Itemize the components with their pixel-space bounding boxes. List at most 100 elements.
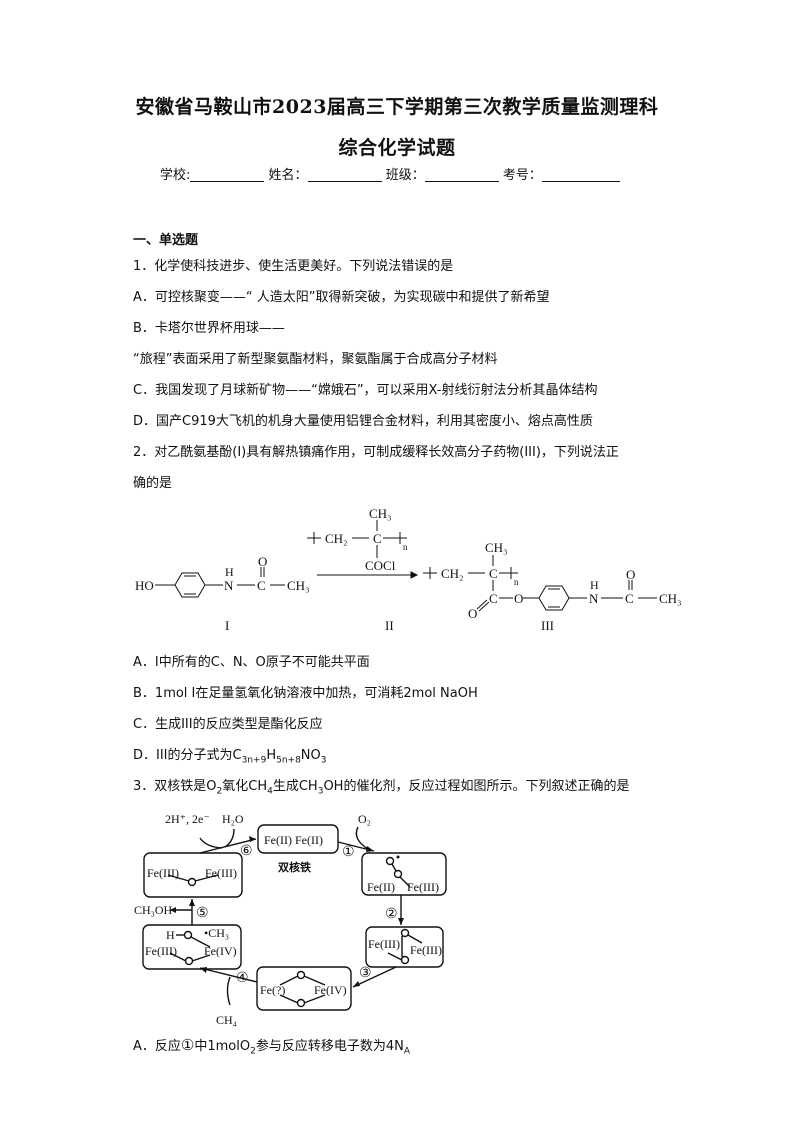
question-text: 氧化CH xyxy=(222,779,268,794)
atom-label: n xyxy=(514,577,519,587)
atom-label: n xyxy=(403,542,408,552)
option-key: A． xyxy=(133,1039,155,1054)
school-label: 学校: xyxy=(160,168,191,183)
option-text: “旅程”表面采用了新型聚氨酯材料，聚氨酯属于合成高分子材料 xyxy=(133,352,498,367)
option-text: I中所有的C、N、O原子不可能共平面 xyxy=(154,655,370,670)
subscript: 3 xyxy=(320,755,327,766)
step-number: ① xyxy=(342,845,355,860)
atom-label: CH₃ xyxy=(369,506,392,521)
q1-option-c: C．我国发现了月球新矿物——“嫦娥石”，可以采用X-射线衍射法分析其晶体结构 xyxy=(133,379,598,398)
q2-option-b: B．1mol I在足量氢氧化钠溶液中加热，可消耗2mol NaOH xyxy=(133,682,478,701)
school-field[interactable] xyxy=(190,167,265,182)
option-text: H xyxy=(266,748,277,763)
name-label: 姓名： xyxy=(268,168,308,183)
atom-label: C xyxy=(373,531,382,546)
option-text: 参与反应转移电子数为4N xyxy=(255,1039,404,1054)
question-number: 2． xyxy=(133,445,155,460)
box-fe2-fe2 xyxy=(257,824,339,854)
q1-option-a: A．可控核聚变——“ 人造太阳”取得新突破，为实现碳中和提供了新希望 xyxy=(133,286,550,305)
atom-label: O xyxy=(626,567,635,582)
option-text: III的分子式为C xyxy=(156,748,242,763)
fe-label: Fe(IV) xyxy=(314,983,347,997)
question-2-stem: 2．对乙酰氨基酚(I)具有解热镇痛作用，可制成缓释长效高分子药物(III)，下列… xyxy=(133,441,619,460)
catalytic-cycle-diagram: Fe(II) Fe(II) 双核铁 2H⁺, 2e⁻ H₂O O₂ CH₃OH … xyxy=(134,812,447,1027)
question-text: OH的催化剂，反应过程如图所示。下列叙述正确的是 xyxy=(323,779,630,794)
fe-label: Fe(III) xyxy=(410,943,442,957)
fe-label: Fe(IV) xyxy=(204,944,237,958)
option-text: NO xyxy=(300,748,321,763)
reaction-scheme: HO H N O C CH₃ I CH₃ CH₂ C n COCl II CH₃… xyxy=(135,506,682,633)
question-number: 1． xyxy=(133,259,155,274)
subscript: 2 xyxy=(250,1046,256,1057)
subscript: 3 xyxy=(317,786,324,797)
atom-label: O xyxy=(468,606,477,621)
radical-label: •CH₃ xyxy=(204,926,229,940)
question-number: 3． xyxy=(133,779,155,794)
reagent-label: H₂O xyxy=(222,812,244,826)
exam-title-line1: 安徽省马鞍山市2023届高三下学期第三次教学质量监测理科 xyxy=(135,96,659,118)
option-key: D． xyxy=(133,748,157,763)
question-text: 双核铁是O xyxy=(154,779,217,794)
exam-number-field[interactable] xyxy=(541,167,620,182)
question-text: 化学使科技进步、使生活更美好。下列说法错误的是 xyxy=(154,259,454,274)
step-number: ③ xyxy=(359,966,372,981)
atom-label: O xyxy=(258,554,267,569)
box-right-top xyxy=(361,852,447,896)
reagent-label: O₂ xyxy=(358,812,371,826)
fe-label: Fe(?) xyxy=(260,983,285,997)
step-number: ④ xyxy=(236,971,249,986)
fe-label: Fe(III) xyxy=(407,880,439,894)
reagent-label: CH₃OH xyxy=(134,903,173,917)
question-2-stem-cont: 确的是 xyxy=(133,476,173,491)
option-key: B． xyxy=(133,686,155,701)
option-key: A． xyxy=(133,655,155,670)
option-key: B． xyxy=(133,321,155,336)
step-number: ⑤ xyxy=(196,906,209,921)
catalyst-label: 双核铁 xyxy=(278,860,311,874)
atom-label: C xyxy=(489,566,498,581)
fe-label: Fe(III) xyxy=(145,944,177,958)
q2-option-c: C．生成III的反应类型是酯化反应 xyxy=(133,713,323,732)
reagent-label: 2H⁺, 2e⁻ xyxy=(165,812,210,826)
box-label: Fe(II) Fe(II) xyxy=(264,833,323,847)
atom-label: CH₂ xyxy=(325,531,348,546)
box-right-bottom xyxy=(365,926,444,968)
atom-label: N xyxy=(589,591,599,606)
atom-label: C xyxy=(257,578,266,593)
reagent-label: CH₄ xyxy=(216,1013,237,1027)
section-title: 一、单选题 xyxy=(133,233,199,248)
q3-option-a: A．反应①中1molO2参与反应转移电子数为4NA xyxy=(133,1035,410,1057)
atom-label: O xyxy=(514,591,523,606)
option-key: A． xyxy=(133,290,155,305)
atom-label: CH₃ xyxy=(485,540,508,555)
option-key: C． xyxy=(133,717,156,732)
option-text: 可控核聚变——“ 人造太阳”取得新突破，为实现碳中和提供了新希望 xyxy=(154,290,550,305)
atom-label: H xyxy=(225,565,234,579)
atom-label: H xyxy=(166,928,175,942)
option-key: C． xyxy=(133,383,156,398)
subscript: 4 xyxy=(267,786,273,797)
hydroxyl-label: HO xyxy=(135,578,154,593)
option-text: 1mol I在足量氢氧化钠溶液中加热，可消耗2mol NaOH xyxy=(154,686,478,701)
exam-title-line2: 综合化学试题 xyxy=(338,137,456,159)
subscript: A xyxy=(403,1046,411,1057)
fe-label: Fe(II) xyxy=(367,880,395,894)
box-left-top xyxy=(143,852,243,898)
fe-label: Fe(III) xyxy=(368,937,400,951)
name-field[interactable] xyxy=(307,167,382,182)
option-text: 反应 xyxy=(154,1039,181,1054)
option-text: 生成III的反应类型是酯化反应 xyxy=(155,717,323,732)
step-number: ⑥ xyxy=(240,844,253,859)
question-text: 生成CH xyxy=(272,779,318,794)
question-text: 对乙酰氨基酚(I)具有解热镇痛作用，可制成缓释长效高分子药物(III)，下列说法… xyxy=(154,445,619,460)
class-field[interactable] xyxy=(424,167,499,182)
option-key: D． xyxy=(133,414,157,429)
atom-label: CH₃ xyxy=(287,578,310,593)
option-text: 我国发现了月球新矿物——“嫦娥石”，可以采用X-射线衍射法分析其晶体结构 xyxy=(155,383,598,398)
compound-ii-label: II xyxy=(385,618,394,633)
class-label: 班级： xyxy=(385,168,425,183)
q2-option-d: D．III的分子式为C3n+9H5n+8NO3 xyxy=(133,744,327,766)
fe-label: Fe(III) xyxy=(205,866,237,880)
student-info-row: 学校: 姓名： 班级： 考号： xyxy=(160,164,620,183)
subscript: 3n+9 xyxy=(241,755,267,766)
